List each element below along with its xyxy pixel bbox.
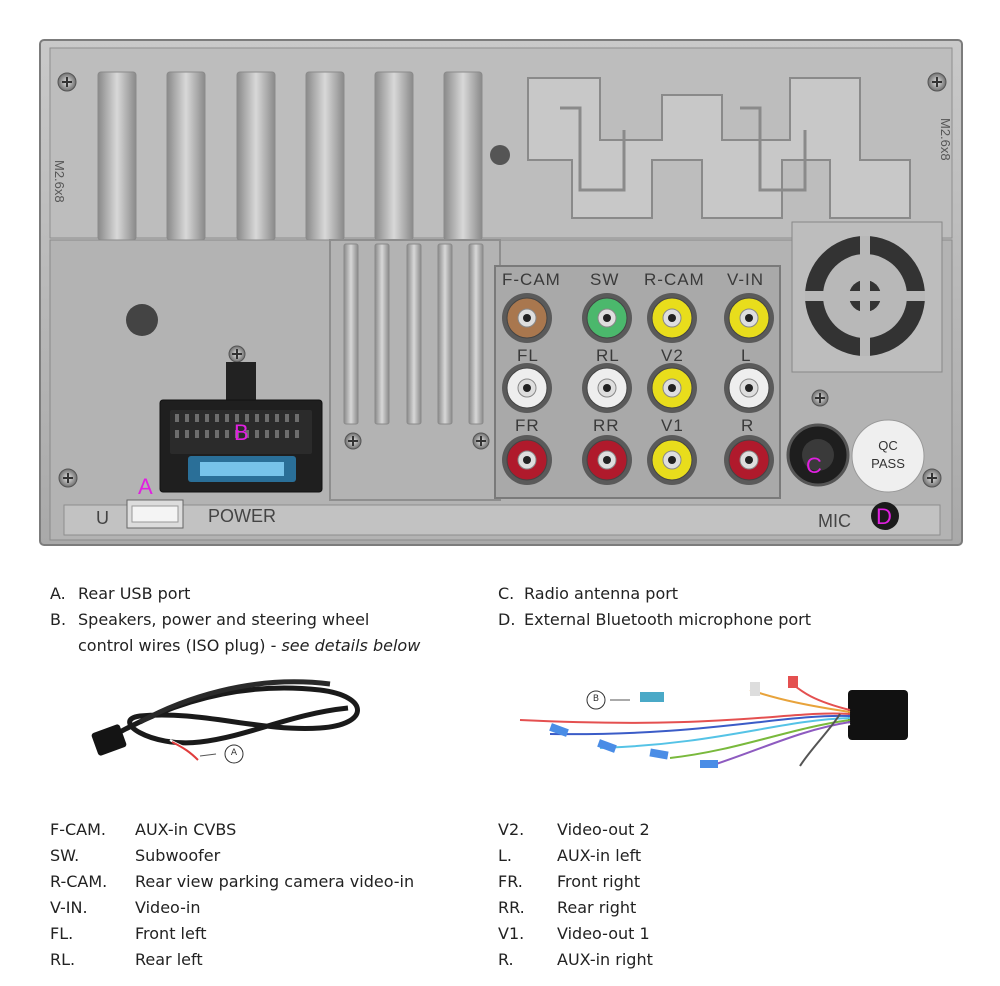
jack-legend-text: Rear left <box>135 950 203 969</box>
mic-label: MIC <box>818 511 851 531</box>
marker-d: D <box>876 504 892 529</box>
jack-legend-key: V-IN. <box>50 898 88 917</box>
power-label: POWER <box>208 506 277 526</box>
jack-label-r: R <box>741 416 755 435</box>
jack-legend-text: Video-out 2 <box>557 820 650 839</box>
rca-jack-fl <box>502 363 552 413</box>
legend-b-line2-italic: see details below <box>281 636 421 655</box>
rca-jack-grid <box>502 293 774 485</box>
screw-mark-left-text: M2.6x8 <box>52 160 67 203</box>
jack-legend-key: V2. <box>498 820 525 839</box>
jack-label-v1: V1 <box>661 416 684 435</box>
jack-label-rr: RR <box>593 416 620 435</box>
iso-cable-harness: B <box>510 670 930 780</box>
jack-legend-text: Subwoofer <box>135 846 221 865</box>
rca-jack-rr <box>582 435 632 485</box>
jack-label-l: L <box>741 346 752 365</box>
rca-jack-fr <box>502 435 552 485</box>
iso-cable-marker: B <box>592 694 600 704</box>
rca-jack-v2 <box>647 363 697 413</box>
jack-legend-text: Rear view parking camera video-in <box>135 872 415 891</box>
legend-key-d: D. <box>498 610 516 629</box>
legend-key-a: A. <box>50 584 66 603</box>
legend-key-c: C. <box>498 584 515 603</box>
jack-legend-key: RR. <box>498 898 525 917</box>
jack-legend-key: R-CAM. <box>50 872 108 891</box>
usb-cable-illustration <box>91 679 360 764</box>
head-unit-rear-panel: M2.6x8 M2.6x8 F-CAM SW R-CAM V-IN FL RL … <box>0 39 963 546</box>
jack-legend-key: FL. <box>50 924 74 943</box>
rca-jack-rl <box>582 363 632 413</box>
jack-legend-key: RL. <box>50 950 76 969</box>
rca-jack-r-cam <box>647 293 697 343</box>
jack-label-fl: FL <box>517 346 539 365</box>
qc-sticker-line1: QC <box>878 438 898 453</box>
screw-mark-right: M2.6x8 <box>937 118 956 161</box>
jack-legend-key: F-CAM. <box>50 820 106 839</box>
jack-legend-text: AUX-in left <box>557 846 642 865</box>
jack-label-fr: FR <box>515 416 540 435</box>
legend-key-b: B. <box>50 610 67 629</box>
jack-legend-key: L. <box>498 846 512 865</box>
legend-text-c: Radio antenna port <box>524 584 679 603</box>
jack-legend-text: Front right <box>557 872 641 891</box>
legend-text-d: External Bluetooth microphone port <box>524 610 812 629</box>
marker-a: A <box>138 474 153 499</box>
screw-mark-left: M2.6x8 <box>0 160 70 203</box>
iso-harness-illustration <box>519 676 908 771</box>
rca-jack-l <box>724 363 774 413</box>
legend-text-b: Speakers, power and steering wheel <box>78 610 370 629</box>
marker-b: B <box>234 420 249 445</box>
rca-jack-v-in <box>724 293 774 343</box>
legend-text-a: Rear USB port <box>78 584 191 603</box>
jack-legend-key: SW. <box>50 846 80 865</box>
jack-legend-key: R. <box>498 950 514 969</box>
jack-label-rcam: R-CAM <box>644 270 705 289</box>
head-unit-illustration <box>39 39 963 546</box>
rca-jack-r <box>724 435 774 485</box>
legend-b-line2-normal: control wires (ISO plug) - <box>78 636 282 655</box>
rca-jack-sw <box>582 293 632 343</box>
jack-label-vin: V-IN <box>727 270 765 289</box>
jack-legend-text: Front left <box>135 924 207 943</box>
screw-mark-right-text: M2.6x8 <box>938 118 953 161</box>
usb-cable: A <box>80 670 380 780</box>
jack-legend-key: FR. <box>498 872 523 891</box>
rca-jack-f-cam <box>502 293 552 343</box>
jack-legend-text: AUX-in right <box>557 950 653 969</box>
jack-legend-text: Video-in <box>135 898 201 917</box>
jack-legend-key: V1. <box>498 924 525 943</box>
qc-sticker-line2: PASS <box>871 456 905 471</box>
jack-legend-text: Rear right <box>557 898 637 917</box>
jack-label-sw: SW <box>590 270 620 289</box>
jack-label-v2: V2 <box>661 346 684 365</box>
legend-text-b-line2: control wires (ISO plug) - see details b… <box>78 636 420 655</box>
usb-port-label: U <box>96 508 109 528</box>
jack-label-rl: RL <box>596 346 620 365</box>
jack-legend-text: Video-out 1 <box>557 924 650 943</box>
jack-label-fcam: F-CAM <box>502 270 561 289</box>
marker-c: C <box>806 453 822 478</box>
usb-cable-marker: A <box>230 748 238 758</box>
rca-jack-v1 <box>647 435 697 485</box>
jack-legend-text: AUX-in CVBS <box>135 820 237 839</box>
